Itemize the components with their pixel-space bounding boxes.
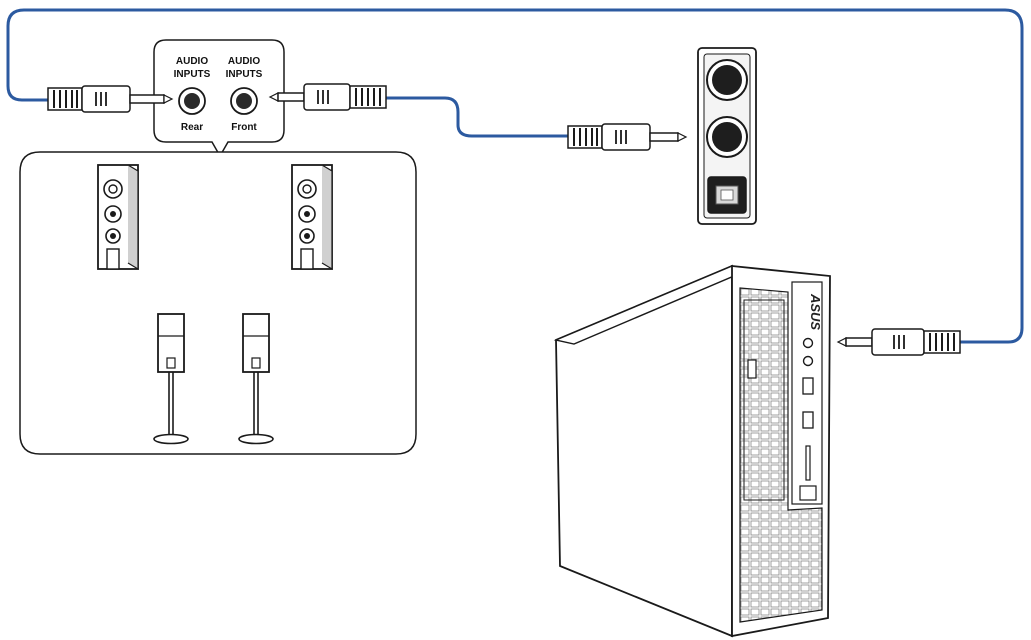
panel-audio-plug-icon <box>567 123 688 151</box>
rear-audio-plug-icon <box>47 85 174 113</box>
pc-usb-port-icon <box>802 377 814 395</box>
pc-side-panel <box>555 264 733 638</box>
pc-front-grille <box>739 287 823 623</box>
cable-front-to-panel <box>385 96 568 138</box>
pc-card-reader-slot <box>805 445 811 481</box>
floor-speaker-icon <box>97 164 139 271</box>
front-jack-position-label: Front <box>231 122 257 133</box>
pc-power-button <box>799 485 817 501</box>
speaker-box-outline <box>19 151 417 455</box>
pc-front-mic-port-icon <box>802 355 814 367</box>
rear-jack-title-line1: AUDIO <box>176 56 208 67</box>
cable-rear-to-pc <box>6 8 1024 344</box>
rear-jack-position-label: Rear <box>181 122 203 133</box>
front-jack-title-line1: AUDIO <box>228 56 260 67</box>
pc-usb-port-icon <box>802 411 814 429</box>
pc-front-headphone-port-icon <box>802 337 814 349</box>
front-audio-port-icon <box>230 87 258 115</box>
jack-box-outline <box>153 39 285 158</box>
audio-inputs-box: AUDIO INPUTS AUDIO INPUTS Rear Front <box>153 39 285 158</box>
panel-audio-port-icon <box>706 116 748 158</box>
satellite-speaker-icon <box>153 313 189 445</box>
pc-drive-eject-button <box>747 359 757 379</box>
floor-speaker-icon <box>291 164 333 271</box>
front-audio-plug-icon <box>268 83 387 111</box>
rear-jack-title-line2: INPUTS <box>174 69 211 80</box>
pc-brand-logo: ASUS <box>808 293 823 330</box>
audio-cables <box>6 8 1024 344</box>
pc-audio-plug-icon <box>836 328 961 356</box>
pc-optical-drive <box>743 299 785 501</box>
front-jack-title-line2: INPUTS <box>226 69 263 80</box>
spdif-port-icon <box>707 176 747 214</box>
satellite-speaker-icon <box>238 313 274 445</box>
panel-audio-port-icon <box>706 59 748 101</box>
rear-audio-panel <box>697 47 757 225</box>
rear-audio-port-icon <box>178 87 206 115</box>
desktop-pc-icon: ASUS <box>553 264 831 638</box>
speaker-setup-box <box>19 151 417 455</box>
